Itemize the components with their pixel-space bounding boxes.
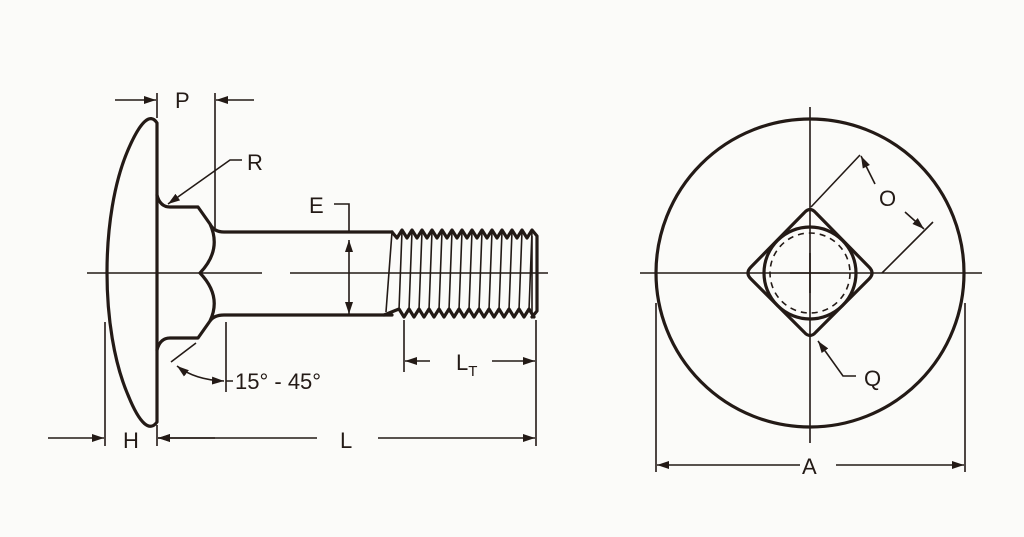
dim-label-r: R — [247, 150, 263, 175]
square-neck — [746, 207, 874, 338]
thread-root-circle — [769, 232, 851, 314]
dim-label-angle: 15° - 45° — [235, 369, 321, 394]
head-outline — [654, 117, 966, 429]
thread-crest-bottom — [382, 307, 536, 319]
bolt-head-dome — [105, 117, 159, 428]
thread-crest-top — [390, 228, 539, 319]
dim-label-o: O — [879, 186, 896, 211]
shank-circle — [762, 225, 858, 321]
dim-label-e: E — [309, 193, 324, 218]
side-view: P R E 15° - 45° H L LT — [48, 88, 548, 453]
dim-label-p: P — [175, 88, 190, 113]
dim-label-l: L — [340, 428, 352, 453]
thread-lines — [385, 230, 533, 313]
dim-label-h: H — [123, 428, 139, 453]
end-view: O Q A — [640, 107, 982, 479]
dim-label-q: Q — [864, 366, 881, 391]
centerlines — [640, 107, 982, 443]
dim-label-lt: LT — [456, 350, 477, 380]
dim-label-a: A — [802, 454, 817, 479]
bolt-neck-and-shank — [155, 193, 394, 352]
threaded-section — [382, 228, 539, 319]
